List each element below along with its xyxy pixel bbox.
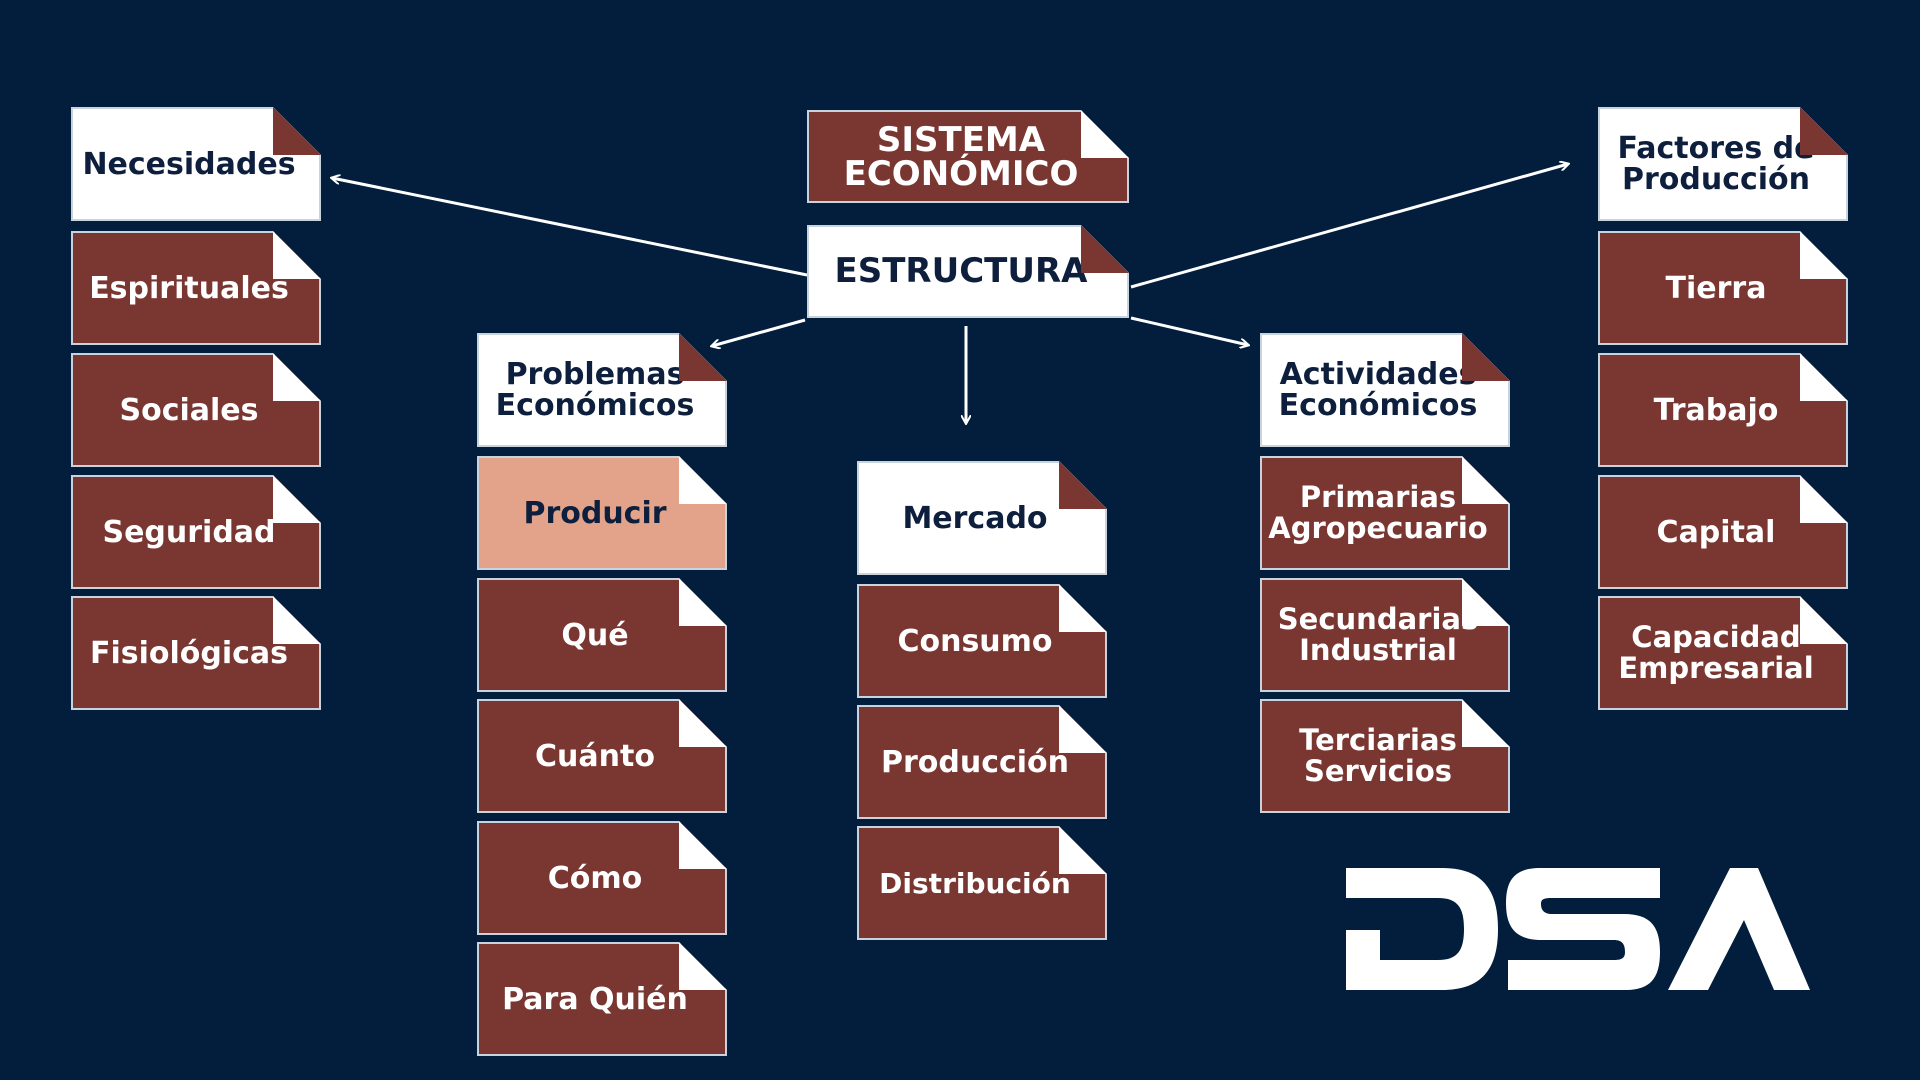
mercado-item: Producción bbox=[857, 705, 1107, 819]
problemas-header: Problemas Económicos bbox=[477, 333, 727, 447]
dsa-logo bbox=[1346, 868, 1810, 990]
estructura-card: ESTRUCTURA bbox=[807, 225, 1129, 318]
factores-item: Tierra bbox=[1598, 231, 1848, 345]
necesidades-item: Sociales bbox=[71, 353, 321, 467]
mercado-item: Distribución bbox=[857, 826, 1107, 940]
mercado-item: Consumo bbox=[857, 584, 1107, 698]
actividades-item: Terciarias Servicios bbox=[1260, 699, 1510, 813]
arrow-to-factores bbox=[1130, 164, 1568, 289]
problemas-item: Para Quién bbox=[477, 942, 727, 1056]
actividades-header: Actividades Económicos bbox=[1260, 333, 1510, 447]
logo-letter-s bbox=[1506, 868, 1660, 990]
factores-header: Factores de Producción bbox=[1598, 107, 1848, 221]
arrow-to-actividades bbox=[1130, 316, 1248, 345]
problemas-item-highlight: Producir bbox=[477, 456, 727, 570]
necesidades-item: Fisiológicas bbox=[71, 596, 321, 710]
necesidades-header: Necesidades bbox=[71, 107, 321, 221]
arrow-to-problemas bbox=[712, 318, 806, 346]
factores-item: Trabajo bbox=[1598, 353, 1848, 467]
logo-letter-d bbox=[1346, 868, 1498, 990]
logo-letter-a bbox=[1668, 868, 1810, 990]
factores-item: Capacidad Empresarial bbox=[1598, 596, 1848, 710]
actividades-item: Primarias Agropecuario bbox=[1260, 456, 1510, 570]
actividades-item: Secundarias Industrial bbox=[1260, 578, 1510, 692]
necesidades-item: Seguridad bbox=[71, 475, 321, 589]
mercado-header: Mercado bbox=[857, 461, 1107, 575]
factores-item: Capital bbox=[1598, 475, 1848, 589]
problemas-item: Cómo bbox=[477, 821, 727, 935]
problemas-item: Qué bbox=[477, 578, 727, 692]
title-text: SISTEMA ECONÓMICO bbox=[843, 119, 1079, 194]
arrow-to-necesidades bbox=[332, 178, 808, 277]
necesidades-item: Espirituales bbox=[71, 231, 321, 345]
title-card: SISTEMA ECONÓMICO bbox=[807, 110, 1129, 203]
estructura-text: ESTRUCTURA bbox=[834, 251, 1088, 291]
problemas-item: Cuánto bbox=[477, 699, 727, 813]
